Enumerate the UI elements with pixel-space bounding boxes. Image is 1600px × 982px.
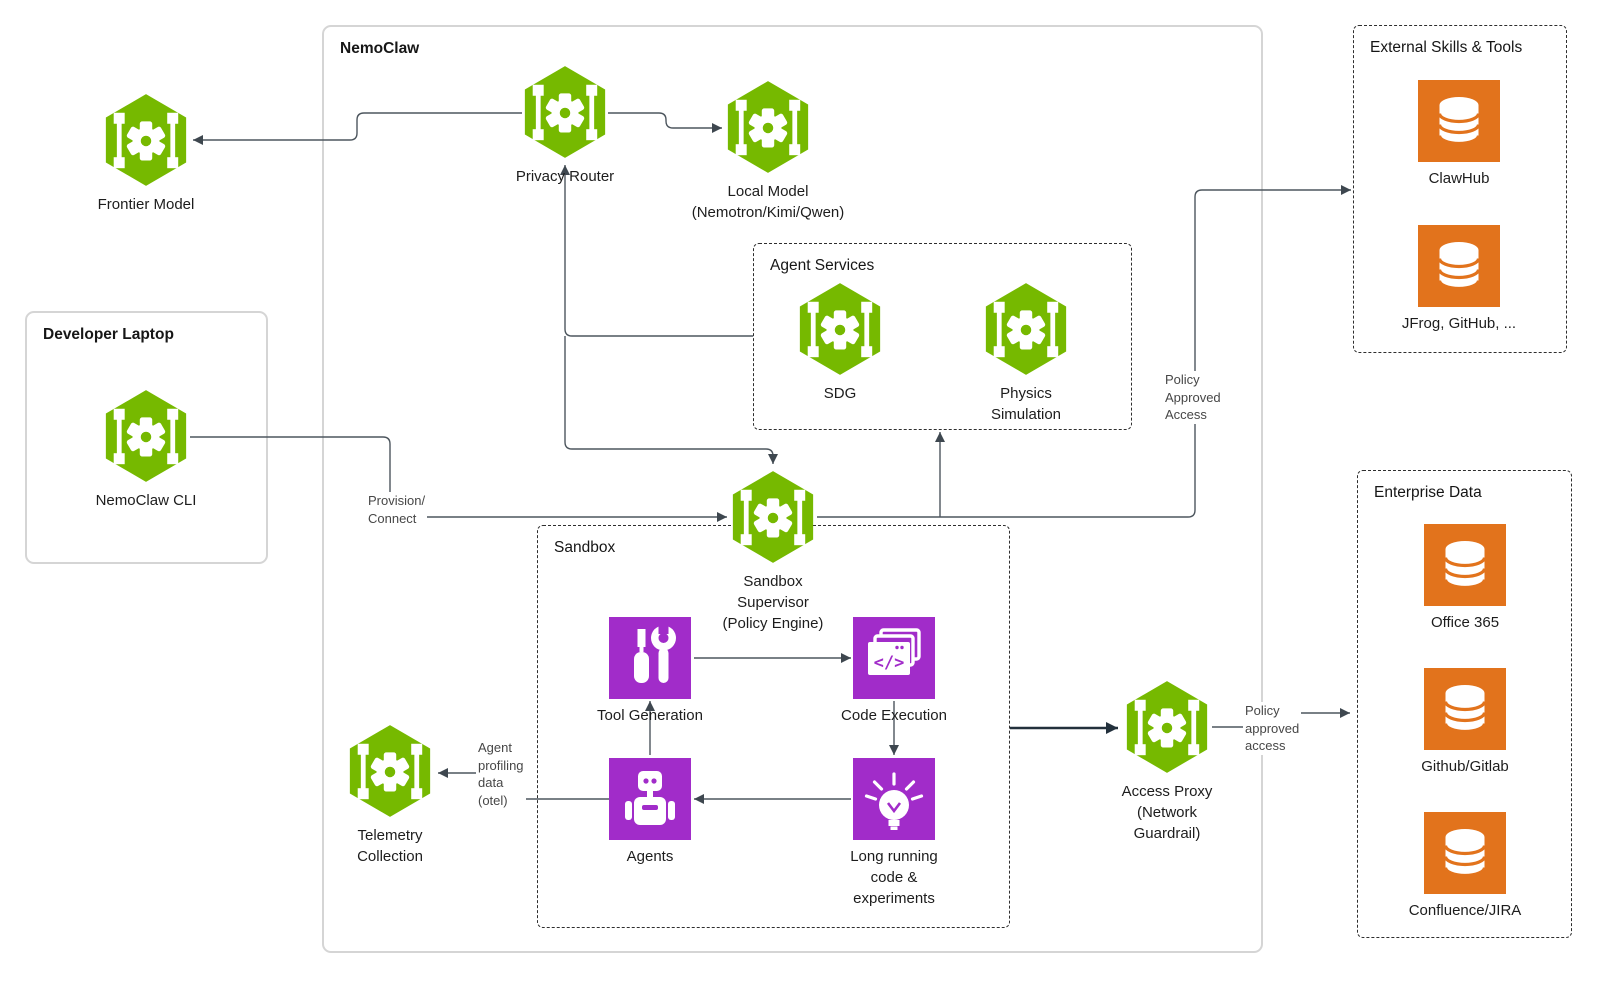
nim-hexagon-icon [105, 94, 187, 186]
group-nemoclaw: NemoClaw [322, 25, 1263, 953]
group-agent-services: Agent Services [753, 243, 1132, 430]
database-icon [1418, 225, 1500, 307]
database-icon [1418, 80, 1500, 162]
node-privacy-router: Privacy Router [475, 64, 655, 187]
node-office365: Office 365 [1375, 524, 1555, 633]
edge-label-provision-connect: Provision/ Connect [366, 492, 428, 527]
node-telemetry-collection: Telemetry Collection [300, 723, 480, 867]
node-physics-simulation: Physics Simulation [936, 281, 1116, 425]
node-jfrog-github: JFrog, GitHub, ... [1369, 225, 1549, 334]
node-confluence-jira: Confluence/JIRA [1375, 812, 1555, 921]
node-label-clawhub: ClawHub [1428, 170, 1490, 187]
node-label-jfrog-github: JFrog, GitHub, ... [1401, 315, 1517, 332]
edge-sandbox-supervisor-to-external-skills [817, 185, 1351, 518]
group-enterprise-data: Enterprise Data [1357, 470, 1572, 938]
node-nemoclaw-cli: NemoClaw CLI [56, 388, 236, 511]
node-label-privacy-router: Privacy Router [515, 168, 615, 185]
lightbulb-icon [853, 758, 935, 840]
code-window-icon [853, 617, 935, 699]
group-title-agent-services: Agent Services [770, 257, 875, 274]
nim-hexagon-icon [1126, 681, 1208, 773]
node-label-nemoclaw-cli: NemoClaw CLI [95, 492, 197, 509]
node-label-tool-generation: Tool Generation [597, 707, 703, 724]
database-icon [1424, 668, 1506, 750]
node-label-confluence-jira: Confluence/JIRA [1408, 902, 1522, 919]
database-icon [1424, 524, 1506, 606]
node-sdg: SDG [750, 281, 930, 404]
group-title-enterprise-data: Enterprise Data [1374, 484, 1482, 501]
node-label-agents: Agents [626, 848, 674, 865]
node-label-github-gitlab: Github/Gitlab [1421, 758, 1509, 775]
edge-privacy-router-to-local-model [608, 112, 722, 133]
node-label-physics-simulation: Physics Simulation [990, 385, 1062, 423]
node-label-telemetry-collection: Telemetry Collection [357, 827, 423, 865]
node-clawhub: ClawHub [1369, 80, 1549, 189]
node-code-execution: Code Execution [804, 617, 984, 726]
node-agents: Agents [560, 758, 740, 867]
tools-icon [609, 617, 691, 699]
group-title-developer-laptop: Developer Laptop [43, 326, 174, 343]
node-access-proxy: Access Proxy (Network Guardrail) [1077, 679, 1257, 844]
robot-icon [609, 758, 691, 840]
nim-hexagon-icon [799, 283, 881, 375]
edge-privacy-router-to-sandbox-supervisor [564, 336, 778, 464]
edge-label-policy-approved-access-bottom: Policy approved access [1243, 702, 1302, 755]
node-label-sandbox-supervisor: Sandbox Supervisor (Policy Engine) [722, 573, 824, 632]
node-label-frontier-model: Frontier Model [97, 196, 195, 213]
node-label-access-proxy: Access Proxy (Network Guardrail) [1121, 783, 1213, 842]
node-tool-generation: Tool Generation [560, 617, 740, 726]
node-frontier-model: Frontier Model [56, 92, 236, 215]
node-long-running: Long running code & experiments [804, 758, 984, 909]
nim-hexagon-icon [349, 725, 431, 817]
nim-hexagon-icon [985, 283, 1067, 375]
nim-hexagon-icon [727, 81, 809, 173]
edge-privacy-router-to-frontier-model [193, 112, 522, 145]
node-label-long-running: Long running code & experiments [850, 848, 938, 907]
group-external-skills-tools: External Skills & Tools [1353, 25, 1567, 353]
node-label-office365: Office 365 [1430, 614, 1500, 631]
nim-hexagon-icon [524, 66, 606, 158]
node-label-code-execution: Code Execution [841, 707, 947, 724]
group-title-sandbox: Sandbox [554, 539, 616, 556]
edge-label-agent-profiling-data: Agent profiling data (otel) [476, 739, 526, 809]
node-label-sdg: SDG [823, 385, 857, 402]
database-icon [1424, 812, 1506, 894]
edge-label-policy-approved-access-top: Policy Approved Access [1163, 371, 1223, 424]
nim-hexagon-icon [105, 390, 187, 482]
node-local-model: Local Model (Nemotron/Kimi/Qwen) [678, 79, 858, 223]
nim-hexagon-icon [732, 471, 814, 563]
node-sandbox-supervisor: Sandbox Supervisor (Policy Engine) [683, 469, 863, 634]
group-title-external-skills-tools: External Skills & Tools [1370, 39, 1523, 56]
group-title-nemoclaw: NemoClaw [340, 40, 420, 57]
node-label-local-model: Local Model (Nemotron/Kimi/Qwen) [691, 183, 845, 221]
node-github-gitlab: Github/Gitlab [1375, 668, 1555, 777]
edge-agent-services-to-privacy-router [560, 165, 753, 337]
